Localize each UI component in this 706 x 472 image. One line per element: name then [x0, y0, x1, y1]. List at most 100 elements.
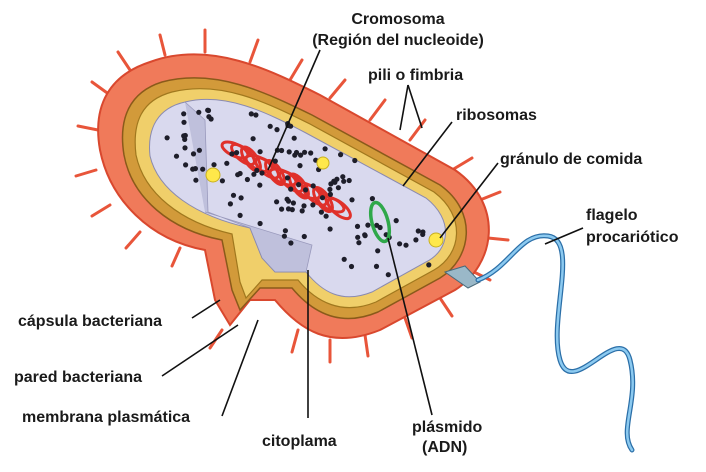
flagellum [478, 236, 633, 450]
ribosome [355, 235, 360, 240]
pilus [410, 120, 425, 140]
ribosome [238, 171, 243, 176]
ribosome [362, 232, 367, 237]
label-cromosoma: Cromosoma [351, 11, 444, 28]
ribosome [259, 170, 264, 175]
ribosome [224, 161, 229, 166]
ribosome [268, 124, 273, 129]
ribosome [234, 150, 239, 155]
leader-capsula [192, 300, 220, 318]
ribosome [283, 228, 288, 233]
pilus [440, 298, 452, 316]
ribosome [292, 136, 297, 141]
ribosome [416, 228, 421, 233]
ribosome [302, 234, 307, 239]
ribosome [286, 206, 291, 211]
ribosome [190, 167, 195, 172]
ribosome [274, 199, 279, 204]
ribosome [352, 158, 357, 163]
ribosome [365, 223, 370, 228]
ribosome [285, 197, 290, 202]
label-plasmido: plásmido [412, 419, 482, 436]
pilus [452, 158, 472, 170]
label-granulo: gránulo de comida [500, 151, 642, 168]
ribosome [403, 243, 408, 248]
food-granule [317, 157, 329, 169]
ribosome [287, 149, 292, 154]
ribosome [413, 237, 418, 242]
ribosome [324, 214, 329, 219]
pilus [76, 170, 96, 176]
ribosome [206, 108, 211, 113]
label-flagelo: flagelo [586, 207, 638, 224]
ribosome [311, 183, 316, 188]
label-capsula: cápsula bacteriana [18, 313, 162, 330]
pilus [118, 52, 130, 70]
ribosome [347, 178, 352, 183]
ribosome [279, 148, 284, 153]
ribosome [296, 182, 301, 187]
ribosome [334, 177, 339, 182]
ribosome [291, 200, 296, 205]
ribosome [197, 148, 202, 153]
food-granule [429, 233, 443, 247]
ribosome [394, 218, 399, 223]
ribosome [370, 196, 375, 201]
ribosome [229, 151, 234, 156]
label-cromosoma-sub: (Región del nucleoide) [312, 32, 484, 49]
ribosome [349, 264, 354, 269]
pilus [292, 330, 298, 352]
ribosome [340, 174, 345, 179]
ribosome [297, 163, 302, 168]
ribosome [426, 262, 431, 267]
ribosome [239, 195, 244, 200]
ribosome [323, 146, 328, 151]
pilus [370, 100, 385, 120]
ribosome [282, 234, 287, 239]
label-citoplama: citoplama [262, 433, 337, 450]
ribosome [300, 208, 305, 213]
food-granule [206, 168, 220, 182]
ribosome [253, 112, 258, 117]
ribosome [206, 114, 211, 119]
ribosome [228, 201, 233, 206]
ribosome [341, 179, 346, 184]
ribosome [257, 183, 262, 188]
ribosome [258, 149, 263, 154]
label-pared: pared bacteriana [14, 369, 142, 386]
ribosome [308, 150, 313, 155]
ribosome [374, 264, 379, 269]
ribosome [288, 240, 293, 245]
pilus [172, 248, 180, 266]
ribosome [279, 207, 284, 212]
ribosome [193, 178, 198, 183]
ribosome [200, 167, 205, 172]
ribosome [165, 135, 170, 140]
ribosome [251, 136, 256, 141]
ribosome [288, 187, 293, 192]
ribosome [183, 162, 188, 167]
ribosome [342, 257, 347, 262]
pilus [126, 232, 140, 248]
ribosome [303, 187, 308, 192]
label-ribosomas: ribosomas [456, 107, 537, 124]
ribosome [258, 221, 263, 226]
label-flagelo-sub: procariótico [586, 229, 679, 246]
ribosome [181, 120, 186, 125]
ribosome [328, 192, 333, 197]
leader-membrana [222, 320, 258, 416]
label-pili: pili o fimbria [368, 67, 463, 84]
ribosome [274, 127, 279, 132]
label-plasmido-sub: (ADN) [422, 439, 467, 456]
ribosome [336, 185, 341, 190]
pilus [78, 126, 98, 130]
ribosome [292, 153, 297, 158]
pilus [250, 40, 258, 62]
ribosome [249, 111, 254, 116]
ribosome [182, 145, 187, 150]
pilus [160, 35, 165, 55]
ribosome [349, 197, 354, 202]
ribosome [220, 178, 225, 183]
ribosome [319, 210, 324, 215]
